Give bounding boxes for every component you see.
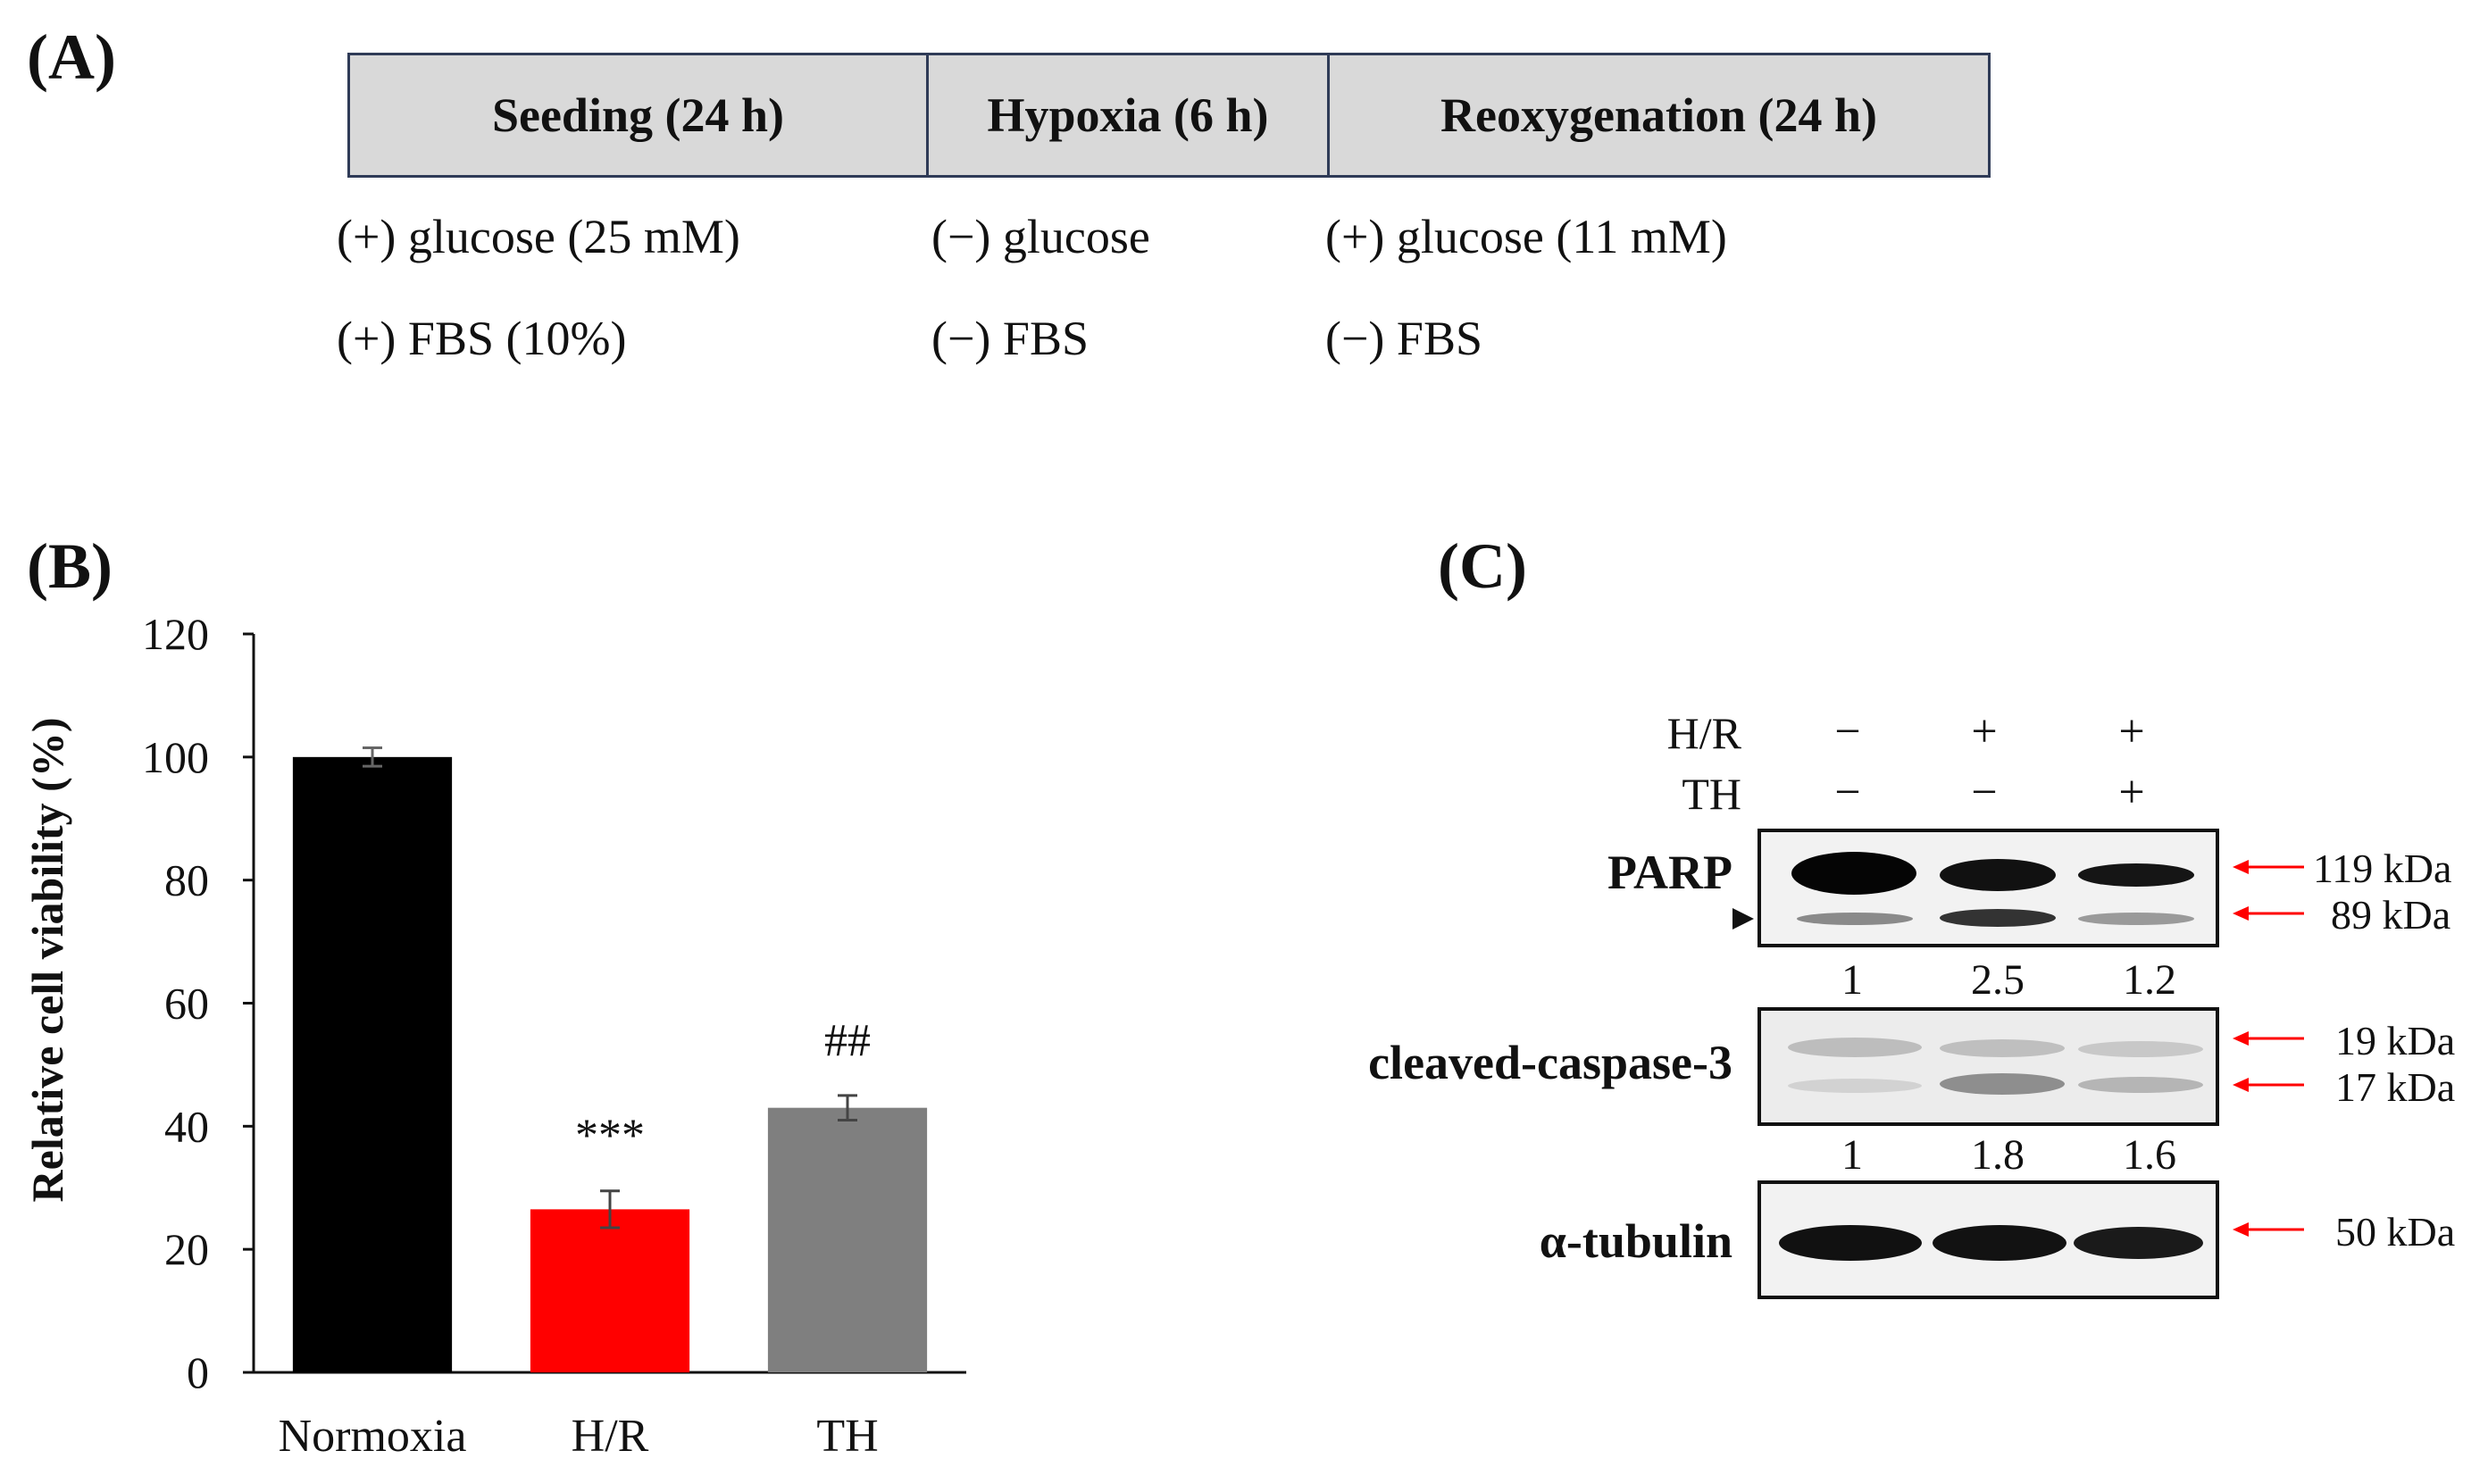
marker-arrow-50-icon xyxy=(2233,1222,2304,1237)
marker-50-kda: 50 kDa xyxy=(2335,1209,2456,1255)
stage-hypoxia-title: Hypoxia (6 h) xyxy=(987,88,1269,142)
caspase-17-band-lane-1 xyxy=(1788,1079,1922,1093)
seeding-glucose: (+) glucose (25 mM) xyxy=(337,210,740,263)
blot-cleaved-caspase-3 xyxy=(1757,1007,2219,1126)
hr-sign-lane-1: − xyxy=(1834,706,1861,757)
caspase-19-band-lane-2 xyxy=(1940,1039,2065,1057)
cleaved-parp-band-lane-3 xyxy=(2078,913,2194,925)
tubulin-band-lane-2 xyxy=(1933,1225,2066,1261)
hr-sign-lane-3: + xyxy=(2118,706,2145,757)
condition-label-hr: H/R xyxy=(1666,708,1741,758)
blot-alpha-tubulin xyxy=(1757,1180,2219,1299)
y-tick-label: 80 xyxy=(164,855,209,905)
y-tick-label: 100 xyxy=(142,732,209,782)
protein-label-cleaved-caspase-3: cleaved-caspase-3 xyxy=(1368,1036,1732,1089)
seeding-fbs: (+) FBS (10%) xyxy=(337,312,627,365)
y-tick-label: 20 xyxy=(164,1224,209,1274)
bar-normoxia xyxy=(292,756,453,1372)
protocol-timeline: Seeding (24 h) Hypoxia (6 h) Reoxygenati… xyxy=(347,53,1991,178)
cleaved-parp-arrowhead-icon xyxy=(1732,908,1754,930)
stage-seeding-title: Seeding (24 h) xyxy=(491,88,785,142)
marker-89-kda: 89 kDa xyxy=(2331,892,2451,938)
marker-arrow-119-icon xyxy=(2233,860,2304,874)
marker-arrow-19-icon xyxy=(2233,1031,2304,1046)
hr-sign-lane-2: + xyxy=(1971,706,1998,757)
caspase-quant-lane-3: 1.6 xyxy=(2123,1131,2176,1179)
parp-quant-lane-3: 1.2 xyxy=(2123,956,2176,1004)
y-axis-label: Relative cell viability (%) xyxy=(22,718,72,1203)
th-sign-lane-2: − xyxy=(1971,767,1998,818)
panel-a-label: (A) xyxy=(27,21,116,93)
caspase-quant-lane-1: 1 xyxy=(1841,1131,1863,1179)
th-sign-lane-1: − xyxy=(1834,767,1861,818)
stage-reoxygenation-box: Reoxygenation (24 h) xyxy=(1327,55,1988,175)
stage-hypoxia-box: Hypoxia (6 h) xyxy=(926,55,1327,175)
parp-band-lane-3 xyxy=(2078,863,2194,887)
th-sign-lane-3: + xyxy=(2118,767,2145,818)
x-category-label: Normoxia xyxy=(279,1411,467,1462)
y-tick-label: 0 xyxy=(187,1347,209,1397)
panel-b-label: (B) xyxy=(27,530,113,602)
marker-arrow-89-icon xyxy=(2233,906,2304,921)
parp-quant-lane-1: 1 xyxy=(1841,956,1863,1004)
hypoxia-fbs: (−) FBS xyxy=(931,312,1090,365)
tubulin-band-lane-1 xyxy=(1779,1225,1922,1261)
panel-c-label: (C) xyxy=(1438,530,1527,602)
stage-seeding-box: Seeding (24 h) xyxy=(350,55,926,175)
caspase-19-band-lane-3 xyxy=(2078,1041,2203,1057)
reoxygenation-glucose: (+) glucose (11 mM) xyxy=(1325,210,1727,263)
x-category-label: TH xyxy=(816,1411,878,1462)
caspase-17-band-lane-3 xyxy=(2078,1077,2203,1093)
tubulin-band-lane-3 xyxy=(2074,1227,2203,1259)
y-tick-label: 40 xyxy=(164,1101,209,1151)
cleaved-parp-band-lane-2 xyxy=(1940,909,2056,927)
parp-band-lane-2 xyxy=(1940,859,2056,891)
protein-label-alpha-tubulin: α-tubulin xyxy=(1539,1214,1732,1268)
cleaved-parp-band-lane-1 xyxy=(1797,913,1913,925)
marker-19-kda: 19 kDa xyxy=(2335,1018,2456,1063)
marker-119-kda: 119 kDa xyxy=(2313,846,2452,891)
reoxygenation-fbs: (−) FBS xyxy=(1325,312,1483,365)
parp-band-lane-1 xyxy=(1791,852,1916,895)
marker-17-kda: 17 kDa xyxy=(2335,1064,2456,1110)
significance-label: ## xyxy=(824,1015,871,1066)
blot-parp xyxy=(1757,829,2219,947)
condition-label-th: TH xyxy=(1682,769,1741,819)
y-tick-label: 120 xyxy=(142,609,209,659)
parp-quant-lane-2: 2.5 xyxy=(1971,956,2025,1004)
stage-reoxygenation-title: Reoxygenation (24 h) xyxy=(1440,88,1877,142)
bar-hr xyxy=(530,1209,690,1372)
bar-th xyxy=(767,1107,928,1372)
significance-label: *** xyxy=(575,1111,645,1162)
chart-bars: Normoxia *** H/R ## TH xyxy=(279,746,928,1462)
y-tick-label: 60 xyxy=(164,979,209,1029)
caspase-17-band-lane-2 xyxy=(1940,1073,2065,1095)
x-category-label: H/R xyxy=(572,1411,649,1462)
hypoxia-glucose: (−) glucose xyxy=(931,210,1150,263)
cell-viability-bar-chart: 0 20 40 60 80 100 120 Normoxia *** H/R ## TH Relat… xyxy=(22,609,966,1462)
protein-label-parp: PARP xyxy=(1607,846,1732,899)
marker-arrow-17-icon xyxy=(2233,1078,2304,1092)
caspase-19-band-lane-1 xyxy=(1788,1038,1922,1057)
caspase-quant-lane-2: 1.8 xyxy=(1971,1131,2025,1179)
